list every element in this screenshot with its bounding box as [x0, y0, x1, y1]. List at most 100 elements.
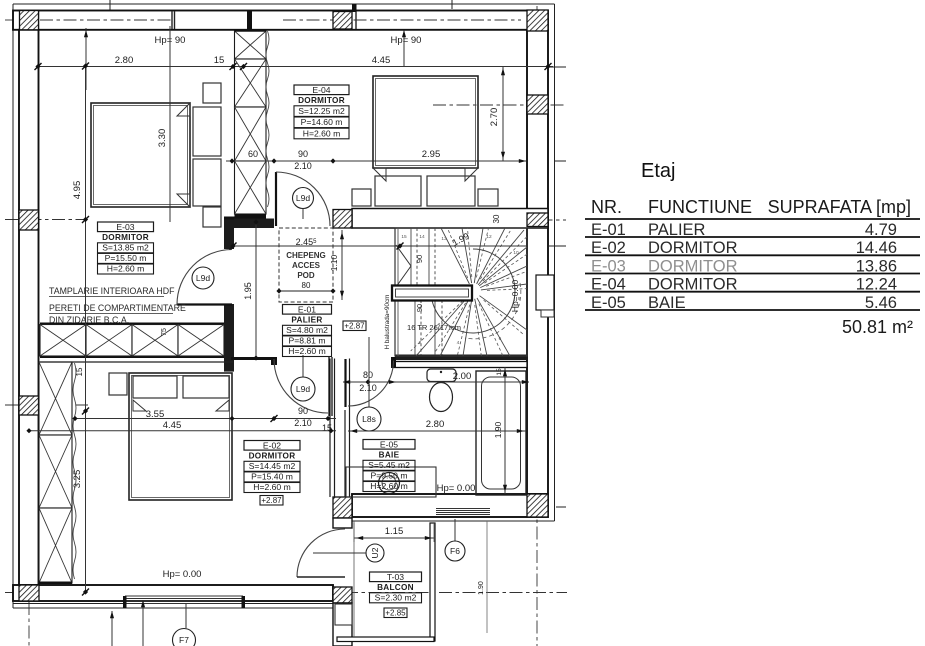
svg-text:15: 15 [322, 423, 332, 433]
svg-text:2.10: 2.10 [359, 383, 377, 393]
svg-text:F6: F6 [450, 546, 460, 556]
svg-text:12: 12 [486, 234, 492, 240]
svg-text:P=15.40 m: P=15.40 m [251, 472, 293, 482]
svg-text:P=8.81 m: P=8.81 m [288, 336, 325, 346]
svg-text:BALCON: BALCON [377, 583, 414, 592]
svg-text:1.95: 1.95 [243, 282, 253, 300]
svg-text:S=14.45 m2: S=14.45 m2 [249, 461, 296, 471]
svg-text:S=2.30 m2: S=2.30 m2 [375, 592, 417, 602]
svg-text:ACCES: ACCES [292, 261, 321, 270]
svg-text:4.45: 4.45 [163, 420, 182, 431]
svg-text:H=2.60 m: H=2.60 m [370, 481, 408, 491]
svg-text:5.46: 5.46 [865, 294, 897, 312]
svg-text:E-01: E-01 [298, 304, 316, 314]
svg-text:E-02: E-02 [591, 239, 626, 257]
svg-text:E-04: E-04 [312, 85, 330, 95]
svg-text:DORMITOR: DORMITOR [648, 239, 738, 257]
svg-text:13: 13 [441, 236, 447, 242]
svg-text:12.24: 12.24 [856, 276, 897, 294]
svg-text:DIN ZIDARIE B.C.A.: DIN ZIDARIE B.C.A. [49, 315, 129, 325]
svg-text:DORMITOR: DORMITOR [648, 276, 738, 294]
svg-text:CHEPENG: CHEPENG [286, 251, 326, 260]
svg-text:H balustrada=90cm: H balustrada=90cm [384, 295, 391, 350]
svg-text:2: 2 [419, 340, 422, 346]
svg-text:15: 15 [401, 234, 407, 240]
svg-text:S=4.80 m2: S=4.80 m2 [286, 325, 328, 335]
svg-text:PERETI DE COMPARTIMENTARE: PERETI DE COMPARTIMENTARE [49, 303, 186, 313]
svg-text:Hp= 0.00: Hp= 0.00 [163, 569, 202, 580]
svg-text:FUNCTIUNE: FUNCTIUNE [648, 197, 752, 217]
svg-text:8: 8 [518, 296, 521, 302]
svg-text:3.55: 3.55 [146, 409, 165, 420]
svg-text:3.25: 3.25 [72, 470, 83, 489]
svg-text:13.86: 13.86 [856, 257, 897, 275]
svg-text:L8s: L8s [362, 414, 376, 424]
svg-text:16 TR 26/171cm: 16 TR 26/171cm [407, 323, 461, 332]
svg-text:T-03: T-03 [387, 572, 404, 582]
svg-text:PALIER: PALIER [291, 315, 322, 324]
svg-text:6: 6 [499, 336, 502, 342]
svg-text:NR.: NR. [591, 197, 622, 217]
svg-text:F7: F7 [179, 635, 189, 645]
svg-text:2.80: 2.80 [115, 55, 134, 66]
svg-text:4.79: 4.79 [865, 221, 897, 239]
svg-text:1.10: 1.10 [329, 254, 339, 271]
svg-text:90: 90 [298, 406, 308, 416]
svg-text:14.46: 14.46 [856, 239, 897, 257]
svg-text:DORMITOR: DORMITOR [648, 257, 738, 275]
svg-text:S=12.25 m2: S=12.25 m2 [298, 106, 345, 116]
svg-text:L9d: L9d [296, 384, 310, 394]
svg-text:4: 4 [457, 340, 460, 346]
svg-text:S=13.85 m2: S=13.85 m2 [102, 242, 149, 252]
svg-text:2.80: 2.80 [426, 419, 445, 430]
svg-text:15: 15 [496, 368, 503, 376]
svg-text:H=2.60 m: H=2.60 m [107, 264, 145, 274]
svg-text:Hp= 90: Hp= 90 [391, 35, 422, 46]
svg-text:2.10: 2.10 [294, 161, 312, 171]
svg-text:2.455: 2.455 [296, 237, 318, 247]
svg-text:75: 75 [161, 328, 168, 336]
svg-text:TAMPLARIE INTERIOARA HDF: TAMPLARIE INTERIOARA HDF [49, 286, 175, 296]
svg-text:80: 80 [363, 370, 373, 380]
svg-text:E-02: E-02 [263, 440, 281, 450]
svg-text:H=2.60 m: H=2.60 m [303, 128, 341, 138]
svg-text:Hp= 0.00: Hp= 0.00 [437, 483, 476, 494]
svg-text:E-04: E-04 [591, 276, 626, 294]
svg-text:2.10: 2.10 [294, 418, 312, 428]
svg-text:P=14.60 m: P=14.60 m [301, 117, 343, 127]
svg-text:E-05: E-05 [591, 294, 626, 312]
svg-text:PALIER: PALIER [648, 221, 706, 239]
svg-text:1.90: 1.90 [493, 421, 503, 438]
svg-text:DORMITOR: DORMITOR [249, 451, 296, 460]
svg-text:DORMITOR: DORMITOR [298, 96, 345, 105]
svg-text:4.95: 4.95 [72, 181, 83, 200]
svg-text:Etaj: Etaj [641, 160, 675, 182]
svg-text:90: 90 [298, 149, 308, 159]
svg-text:Hp=0.00: Hp=0.00 [510, 280, 520, 313]
svg-text:E-05: E-05 [380, 439, 398, 449]
svg-text:E-03: E-03 [591, 257, 626, 275]
svg-text:+2.85: +2.85 [385, 609, 406, 618]
svg-text:15: 15 [75, 367, 84, 376]
svg-text:80: 80 [302, 281, 311, 290]
svg-text:S=5.45 m2: S=5.45 m2 [368, 460, 410, 470]
svg-text:POD: POD [297, 271, 315, 280]
svg-text:1.15: 1.15 [385, 526, 404, 537]
svg-text:3.30: 3.30 [157, 129, 168, 148]
svg-text:2.70: 2.70 [489, 108, 500, 127]
svg-text:E-01: E-01 [591, 221, 626, 239]
svg-text:50.81 m²: 50.81 m² [842, 317, 913, 337]
svg-text:2.00: 2.00 [453, 371, 472, 382]
svg-text:10: 10 [513, 250, 519, 256]
svg-text:+2.87: +2.87 [261, 496, 282, 505]
svg-text:P=9.50 m: P=9.50 m [370, 471, 407, 481]
svg-text:90: 90 [415, 304, 424, 312]
svg-text:14: 14 [419, 234, 425, 240]
svg-text:U2: U2 [370, 547, 380, 558]
svg-text:90: 90 [415, 255, 424, 263]
svg-text:DORMITOR: DORMITOR [102, 233, 149, 242]
svg-text:H=2.60 m: H=2.60 m [253, 482, 291, 492]
svg-text:2.95: 2.95 [422, 149, 441, 160]
svg-text:30: 30 [492, 214, 501, 223]
svg-text:15: 15 [214, 55, 225, 66]
